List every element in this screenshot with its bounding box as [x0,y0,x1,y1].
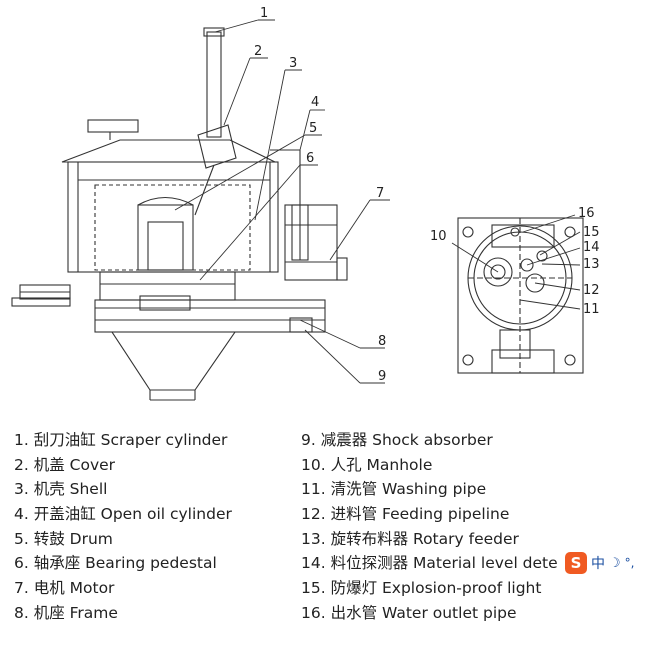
callout-7: 7 [376,186,384,201]
callout-4: 4 [311,95,319,110]
legend-item: 10. 人孔 Manhole [301,455,433,474]
legend-item: 12. 进料管 Feeding pipeline [301,505,510,524]
frame [94,299,326,333]
callout-16: 16 [578,206,595,221]
top-leader-lines [451,214,581,310]
centrifuge-drawing: 1 2 3 4 5 6 7 8 9 10 11 12 13 14 15 16 [11,6,600,401]
top-view [457,217,584,374]
scraper-cylinder [194,27,237,216]
callout-8: 8 [378,334,386,349]
legend-item: 6. 轴承座 Bearing pedestal [14,554,217,573]
legend-right: 9. 减震器 Shock absorber 10. 人孔 Manhole 11.… [301,428,558,626]
shell [67,161,279,273]
ime-toolbar[interactable]: S 中 ☽ °, [565,551,657,575]
legend-item: 16. 出水管 Water outlet pipe [301,603,517,622]
bearing-pedestal [99,271,236,311]
legend-item: 4. 开盖油缸 Open oil cylinder [14,505,232,524]
callout-3: 3 [289,56,297,71]
side-callouts: 1 2 3 4 5 6 7 8 9 [254,6,386,384]
side-leader-lines [174,19,390,384]
legend-left: 1. 刮刀油缸 Scraper cylinder 2. 机盖 Cover 3. … [14,428,232,626]
legend-item: 1. 刮刀油缸 Scraper cylinder [14,431,228,449]
callout-15: 15 [583,225,600,240]
ime-language-toggle[interactable]: 中 [591,556,605,572]
callout-11: 11 [583,302,600,317]
callout-10: 10 [430,229,447,244]
motor [284,204,348,281]
legend-item: 11. 清洗管 Washing pipe [301,480,487,499]
legend-item: 5. 转鼓 Drum [14,529,113,548]
callout-9: 9 [378,369,386,384]
punctuation-toggle[interactable]: °, [624,556,635,570]
legend-item: 7. 电机 Motor [14,579,115,598]
cover [61,119,276,163]
callout-14: 14 [583,240,600,255]
legend-item: 14. 料位探测器 Material level dete [301,554,558,573]
callout-12: 12 [583,283,600,298]
left-outlet [11,284,71,307]
moon-icon[interactable]: ☽ [609,555,621,571]
top-callouts: 10 11 12 13 14 15 16 [430,206,600,317]
legend-item: 2. 机盖 Cover [14,455,116,474]
legend-item: 13. 旋转布料器 Rotary feeder [301,529,519,548]
sogou-logo-icon[interactable]: S [565,552,587,574]
callout-2: 2 [254,44,262,59]
legend-item: 15. 防爆灯 Explosion-proof light [301,579,542,598]
drum [94,184,251,271]
legend-item: 3. 机壳 Shell [14,480,108,499]
callout-1: 1 [260,6,268,21]
callout-6: 6 [306,151,314,166]
legend-item: 9. 减震器 Shock absorber [301,431,493,449]
discharge-hopper [110,331,237,401]
callout-5: 5 [309,121,317,136]
callout-13: 13 [583,257,600,272]
legend-item: 8. 机座 Frame [14,603,118,622]
